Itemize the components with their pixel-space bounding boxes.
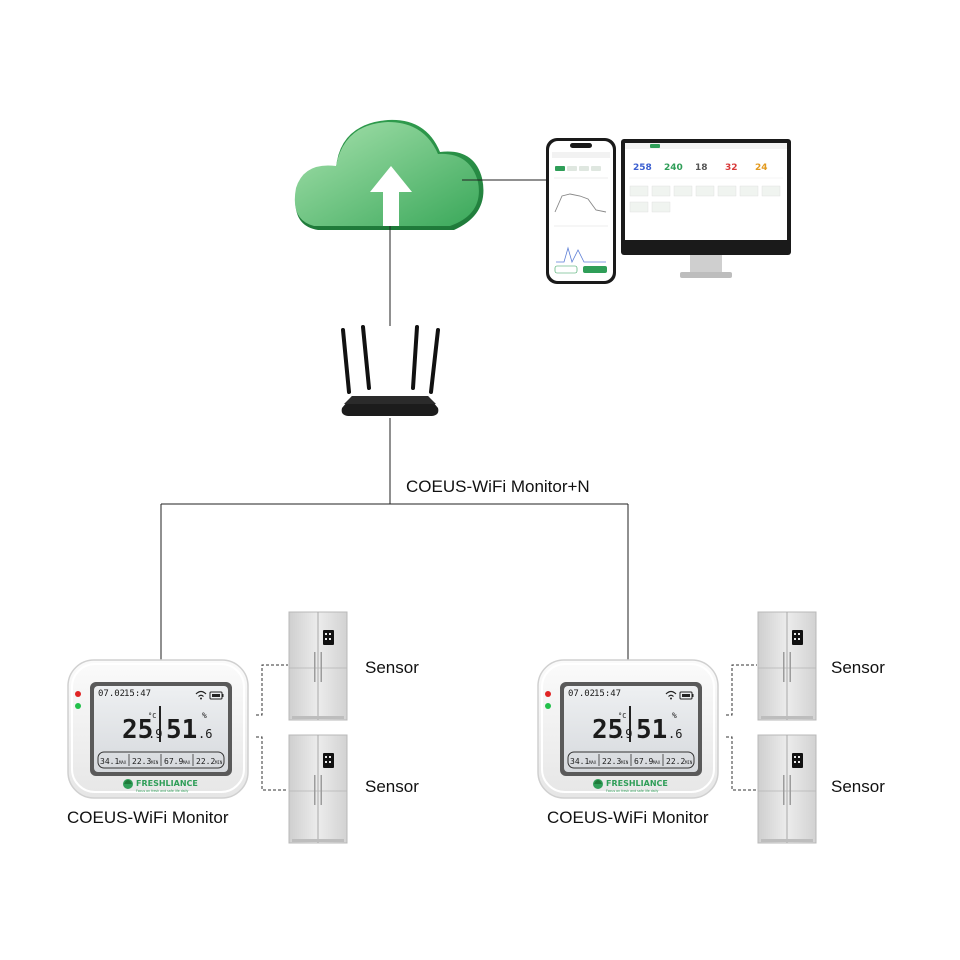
- lcd-stat: 67.9: [634, 757, 653, 766]
- monitor-device: 07.02 15:47 25 .9 °C 51 .6 % 34.1 MAX 22…: [67, 659, 249, 799]
- lcd-stat: 34.1: [100, 757, 119, 766]
- lcd-stat: 22.3: [602, 757, 621, 766]
- kpi-value: 240: [664, 163, 683, 173]
- lcd-stat-tag: MAX: [653, 760, 661, 765]
- lcd-stat: 22.2: [196, 757, 215, 766]
- lcd-hum-main: 51: [166, 715, 197, 745]
- brand-tagline: Focus on fresh and safe life daily: [606, 789, 658, 793]
- kpi-value: 258: [633, 163, 652, 173]
- monitor-label: COEUS-WiFi Monitor: [67, 808, 229, 827]
- lcd-date: 07.02: [568, 689, 595, 699]
- fridge-icon: [757, 734, 817, 844]
- lcd-stat-tag: MIN: [621, 760, 629, 765]
- kpi-value: 18: [695, 163, 708, 173]
- lcd-time: 15:47: [124, 689, 151, 699]
- sensor-lead-dashed: [256, 736, 288, 791]
- lcd-stat: 67.9: [164, 757, 183, 766]
- lcd-stat-tag: MIN: [151, 760, 159, 765]
- monitor-device: 07.02 15:47 25 .9 °C 51 .6 % 34.1 MAX 22…: [537, 659, 719, 799]
- brand-name: FRESHLIANCE: [136, 779, 198, 788]
- lcd-hum-unit: %: [672, 711, 677, 720]
- lcd-stat: 22.3: [132, 757, 151, 766]
- lcd-temp-unit: °C: [618, 712, 626, 720]
- brand-tagline: Focus on fresh and safe life daily: [136, 789, 188, 793]
- lcd-stat-tag: MIN: [685, 760, 693, 765]
- lcd-stat: 34.1: [570, 757, 589, 766]
- sensor-label: Sensor: [831, 658, 885, 677]
- sensor-lead-dashed: [726, 736, 757, 791]
- sensor-label: Sensor: [365, 658, 419, 677]
- lcd-hum-decimal: .6: [198, 727, 212, 741]
- phone-app: [546, 138, 616, 284]
- lcd-date: 07.02: [98, 689, 125, 699]
- upload-arrow-icon: [370, 166, 412, 226]
- desktop-dashboard: 258 240 18 32 24: [621, 139, 791, 278]
- monitor-group-right: 07.02 15:47 25 .9 °C 51 .6 % 34.1 MAX 22…: [537, 611, 885, 844]
- lcd-hum-decimal: .6: [668, 727, 682, 741]
- fridge-icon: [757, 611, 817, 721]
- lcd-stat-tag: MIN: [215, 760, 223, 765]
- lcd-hum-main: 51: [636, 715, 667, 745]
- sensor-label: Sensor: [831, 777, 885, 796]
- fridge-icon: [288, 734, 348, 844]
- kpi-value: 32: [725, 163, 738, 173]
- fridge-icon: [288, 611, 348, 721]
- router-icon: [341, 325, 440, 416]
- network-label: COEUS-WiFi Monitor+N: [406, 477, 590, 496]
- lcd-stat-tag: MAX: [119, 760, 127, 765]
- monitor-label: COEUS-WiFi Monitor: [547, 808, 709, 827]
- sensor-lead-dashed: [726, 664, 757, 716]
- lcd-stat-tag: MAX: [183, 760, 191, 765]
- cloud-icon: [294, 119, 484, 230]
- kpi-value: 24: [755, 163, 768, 173]
- lcd-stat-tag: MAX: [589, 760, 597, 765]
- lcd-time: 15:47: [594, 689, 621, 699]
- lcd-temp-decimal: .9: [618, 727, 632, 741]
- sensor-label: Sensor: [365, 777, 419, 796]
- lcd-temp-unit: °C: [148, 712, 156, 720]
- lcd-stat: 22.2: [666, 757, 685, 766]
- lcd-temp-decimal: .9: [148, 727, 162, 741]
- lcd-hum-unit: %: [202, 711, 207, 720]
- sensor-lead-dashed: [256, 664, 288, 716]
- lcd-temp-main: 25: [592, 715, 623, 745]
- lcd-temp-main: 25: [122, 715, 153, 745]
- monitor-group-left: 07.02 15:47 25 .9 °C 51 .6 % 34.1 MAX 22…: [67, 611, 419, 844]
- brand-name: FRESHLIANCE: [606, 779, 668, 788]
